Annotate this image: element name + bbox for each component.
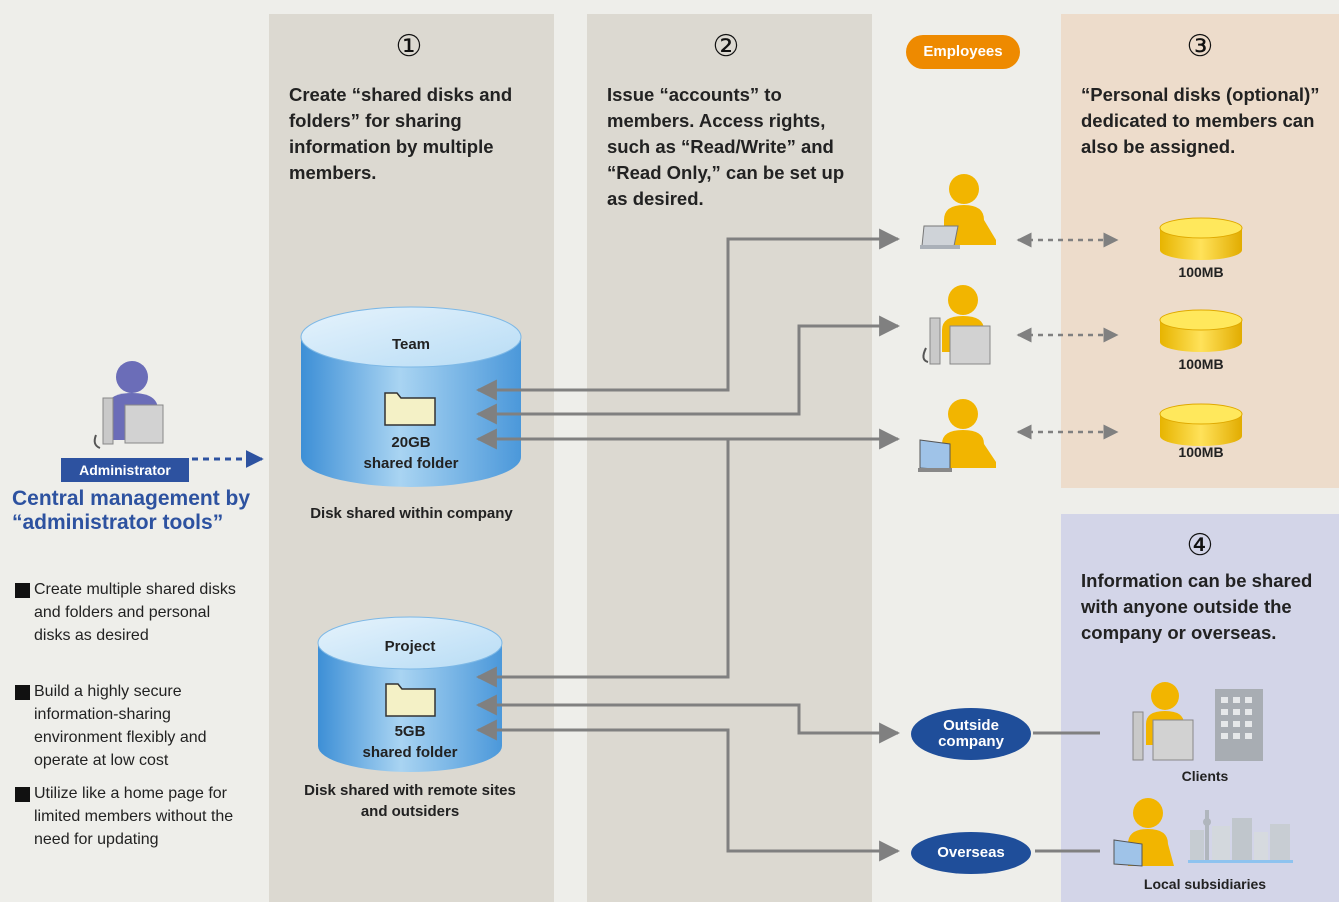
employee-laptop-icon — [920, 174, 996, 249]
personal-disk-size: 100MB — [1178, 444, 1224, 460]
project-disk-name: Project — [384, 638, 436, 655]
team-disk-caption: Disk shared within company — [310, 505, 513, 522]
admin-section-title: Central management by “administrator too… — [12, 487, 251, 534]
step-1-description: Create “shared disks and folders” for sh… — [289, 84, 513, 183]
bullet-marker — [15, 787, 30, 802]
step-4-description: Information can be shared with anyone ou… — [1081, 570, 1313, 643]
employee-notebook-icon — [918, 399, 996, 472]
step-2-description: Issue “accounts” to members. Access righ… — [607, 84, 845, 209]
admin-bullet: Create multiple shared disks and folders… — [15, 578, 245, 647]
subsidiary-person-icon — [1113, 798, 1174, 867]
bullet-marker — [15, 583, 30, 598]
administrator-badge: Administrator — [61, 458, 189, 482]
personal-disk-size: 100MB — [1178, 264, 1224, 280]
admin-bullet: Utilize like a home page for limited mem… — [15, 782, 245, 851]
project-folder-label: shared folder — [362, 744, 458, 761]
employee-desktop-icon — [922, 285, 991, 365]
clients-label: Clients — [1181, 768, 1229, 784]
team-disk-name: Team — [391, 336, 431, 353]
personal-disk-size: 100MB — [1178, 356, 1224, 372]
personal-disk-icon — [1159, 403, 1243, 446]
employees-badge: Employees — [906, 35, 1020, 69]
building-icon — [1215, 689, 1263, 761]
team-disk-size: 20GB — [391, 434, 431, 451]
step-2-number: ② — [712, 29, 740, 64]
step-3-number: ③ — [1186, 29, 1214, 64]
bullet-marker — [15, 685, 30, 700]
subsidiaries-label: Local subsidiaries — [1143, 876, 1267, 892]
client-icon — [1132, 682, 1194, 761]
step-3-description: “Personal disks (optional)” dedicated to… — [1081, 84, 1320, 157]
personal-disk-icon — [1159, 217, 1243, 260]
folder-icon — [384, 392, 436, 426]
city-skyline-icon — [1188, 810, 1293, 863]
project-disk-caption: Disk shared with remote sites and outsid… — [304, 782, 516, 820]
administrator-icon — [93, 361, 164, 449]
personal-disk-icon — [1159, 309, 1243, 352]
step-1-number: ① — [395, 29, 423, 64]
admin-bullet: Build a highly secure information-sharin… — [15, 680, 245, 772]
project-disk-size: 5GB — [394, 723, 426, 740]
folder-icon — [385, 683, 436, 717]
overseas-badge: Overseas — [911, 832, 1031, 874]
step-4-number: ④ — [1186, 528, 1214, 563]
outside-company-badge: Outside company — [911, 708, 1031, 760]
team-folder-label: shared folder — [363, 455, 459, 472]
